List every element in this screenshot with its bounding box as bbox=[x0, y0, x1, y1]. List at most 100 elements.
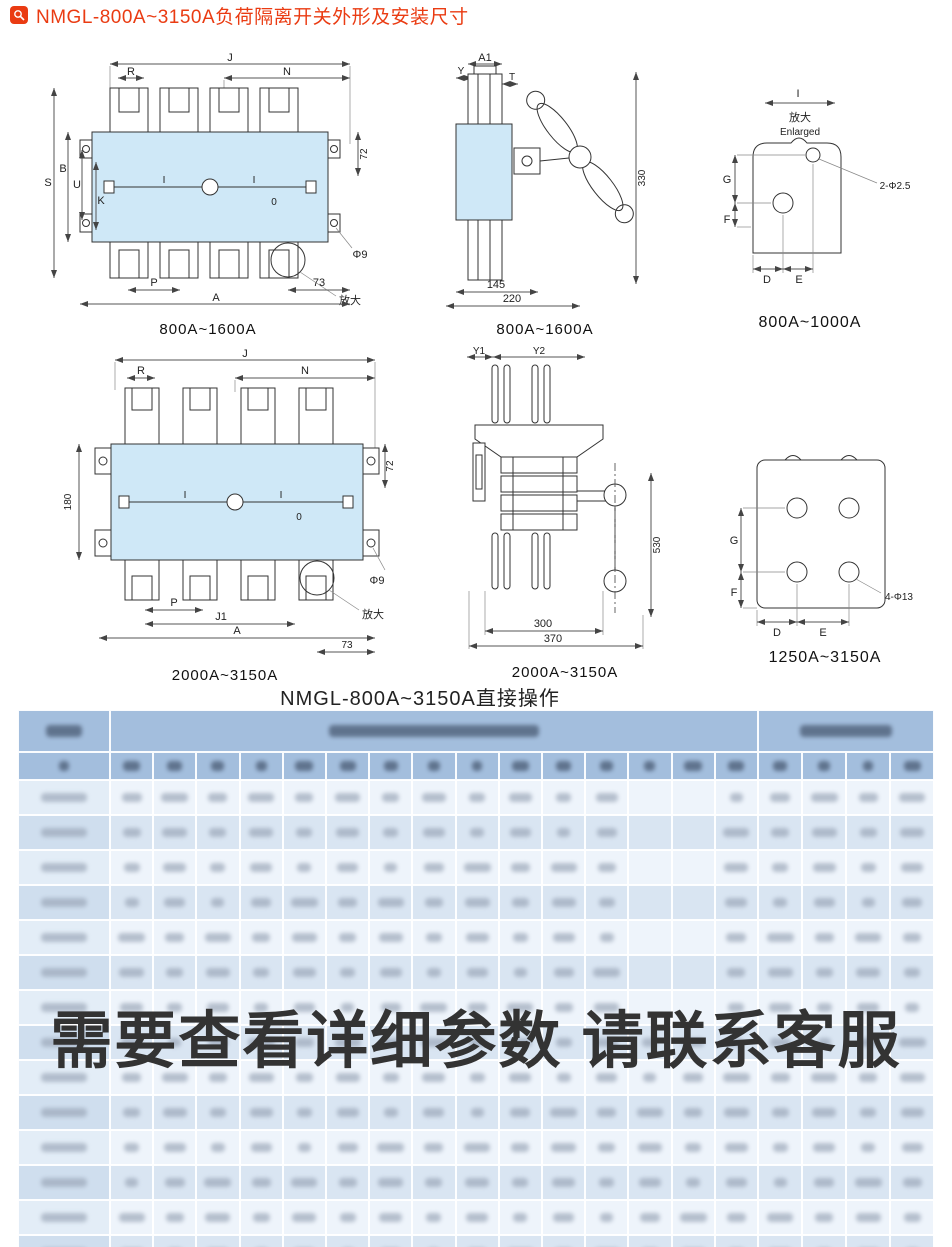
blurred-text-placeholder bbox=[814, 1178, 834, 1187]
table-cell bbox=[498, 990, 542, 1025]
blurred-text-placeholder bbox=[904, 968, 920, 977]
blurred-text-placeholder bbox=[377, 898, 404, 907]
table-cell bbox=[282, 815, 326, 850]
dim-label-73: 73 bbox=[313, 277, 325, 289]
table-cell bbox=[282, 885, 326, 920]
drawings-main-caption: NMGL-800A~3150A直接操作 bbox=[280, 688, 560, 710]
table-cell bbox=[671, 1200, 715, 1235]
blurred-text-placeholder bbox=[811, 1073, 837, 1082]
table-cell bbox=[714, 1200, 758, 1235]
table-row-label-cell bbox=[18, 955, 110, 990]
blurred-text-placeholder bbox=[508, 793, 532, 802]
table-cell bbox=[671, 1060, 715, 1095]
blurred-text-placeholder bbox=[773, 761, 787, 771]
figure-caption: 2000A~3150A bbox=[171, 667, 279, 684]
table-cell bbox=[585, 1165, 629, 1200]
blurred-text-placeholder bbox=[423, 1108, 445, 1117]
enlarge-label-cn: 放大 bbox=[789, 110, 811, 124]
table-cell bbox=[846, 780, 890, 815]
blurred-text-placeholder bbox=[643, 1073, 657, 1082]
blurred-text-placeholder bbox=[686, 1178, 701, 1187]
blurred-text-placeholder bbox=[905, 1003, 919, 1012]
table-cell bbox=[542, 1235, 586, 1247]
table-cell bbox=[585, 920, 629, 955]
table-row bbox=[18, 1095, 934, 1130]
figure-caption: 1250A~3150A bbox=[768, 649, 882, 666]
table-cell bbox=[239, 885, 283, 920]
blurred-text-placeholder bbox=[41, 828, 87, 837]
table-cell bbox=[455, 850, 499, 885]
table-cell bbox=[671, 1165, 715, 1200]
table-cell bbox=[369, 1200, 413, 1235]
table-row bbox=[18, 815, 934, 850]
table-cell bbox=[369, 1095, 413, 1130]
blurred-text-placeholder bbox=[467, 1003, 487, 1012]
blurred-text-placeholder bbox=[41, 968, 87, 977]
dim-label-d: D bbox=[763, 274, 771, 286]
table-cell bbox=[714, 1095, 758, 1130]
table-cell bbox=[282, 1130, 326, 1165]
table-row bbox=[18, 1130, 934, 1165]
blurred-text-placeholder bbox=[122, 1073, 142, 1082]
table-cell bbox=[758, 1165, 802, 1200]
blurred-text-placeholder bbox=[600, 761, 614, 771]
table-cell bbox=[153, 1130, 197, 1165]
blurred-text-placeholder bbox=[46, 725, 82, 737]
table-cell bbox=[196, 1095, 240, 1130]
blurred-text-placeholder bbox=[161, 1073, 188, 1082]
dim-label-e: E bbox=[795, 274, 802, 286]
blurred-text-placeholder bbox=[207, 1038, 228, 1047]
table-cell bbox=[628, 920, 672, 955]
blurred-text-placeholder bbox=[41, 1003, 87, 1012]
blurred-text-placeholder bbox=[119, 968, 145, 977]
table-cell bbox=[153, 920, 197, 955]
table-cell bbox=[585, 1060, 629, 1095]
table-header-group-cell bbox=[18, 710, 110, 752]
table-row bbox=[18, 920, 934, 955]
table-cell bbox=[542, 1200, 586, 1235]
table-cell bbox=[890, 955, 934, 990]
table-row bbox=[18, 780, 934, 815]
blurred-text-placeholder bbox=[595, 1038, 619, 1047]
dim-label-a: A bbox=[212, 292, 220, 304]
table-cell bbox=[412, 780, 456, 815]
dim-label-a: A bbox=[233, 625, 241, 637]
blurred-text-placeholder bbox=[290, 898, 318, 907]
blurred-text-placeholder bbox=[329, 725, 539, 737]
table-cell bbox=[498, 815, 542, 850]
table-cell bbox=[412, 1200, 456, 1235]
table-cell bbox=[455, 1165, 499, 1200]
blurred-text-placeholder bbox=[811, 828, 837, 837]
table-cell bbox=[412, 850, 456, 885]
blurred-text-placeholder bbox=[724, 863, 749, 872]
dim-label-145: 145 bbox=[487, 279, 505, 291]
blurred-text-placeholder bbox=[729, 1038, 744, 1047]
blurred-text-placeholder bbox=[468, 1038, 486, 1047]
table-cell bbox=[585, 1200, 629, 1235]
blurred-text-placeholder bbox=[295, 793, 314, 802]
table-cell bbox=[153, 1095, 197, 1130]
table-cell bbox=[542, 780, 586, 815]
blurred-text-placeholder bbox=[814, 933, 834, 942]
blurred-text-placeholder bbox=[470, 1108, 484, 1117]
blurred-text-placeholder bbox=[335, 1073, 360, 1082]
blurred-text-placeholder bbox=[41, 933, 87, 942]
blurred-text-placeholder bbox=[859, 828, 877, 837]
blurred-text-placeholder bbox=[816, 1003, 832, 1012]
blurred-text-placeholder bbox=[296, 1108, 312, 1117]
table-cell bbox=[498, 1235, 542, 1247]
table-cell bbox=[369, 920, 413, 955]
table-cell bbox=[846, 815, 890, 850]
detail-view-1250-3150: G F D E 4-Φ13 1250A~3150A bbox=[725, 430, 925, 667]
blurred-text-placeholder bbox=[557, 828, 571, 837]
blurred-text-placeholder bbox=[725, 898, 748, 907]
detail-view-800-1000: I 放大 Enlarged 2-Φ2.5 G F D E 800A~1000A bbox=[695, 85, 925, 332]
table-cell bbox=[196, 1130, 240, 1165]
table-cell bbox=[282, 780, 326, 815]
side-view-2000-3150: Y1 Y2 bbox=[455, 345, 675, 681]
hole-callout-label: 4-Φ13 bbox=[885, 592, 913, 603]
table-cell bbox=[758, 1130, 802, 1165]
blurred-text-placeholder bbox=[205, 1213, 231, 1222]
dim-label-r: R bbox=[127, 66, 135, 78]
blurred-text-placeholder bbox=[121, 793, 142, 802]
